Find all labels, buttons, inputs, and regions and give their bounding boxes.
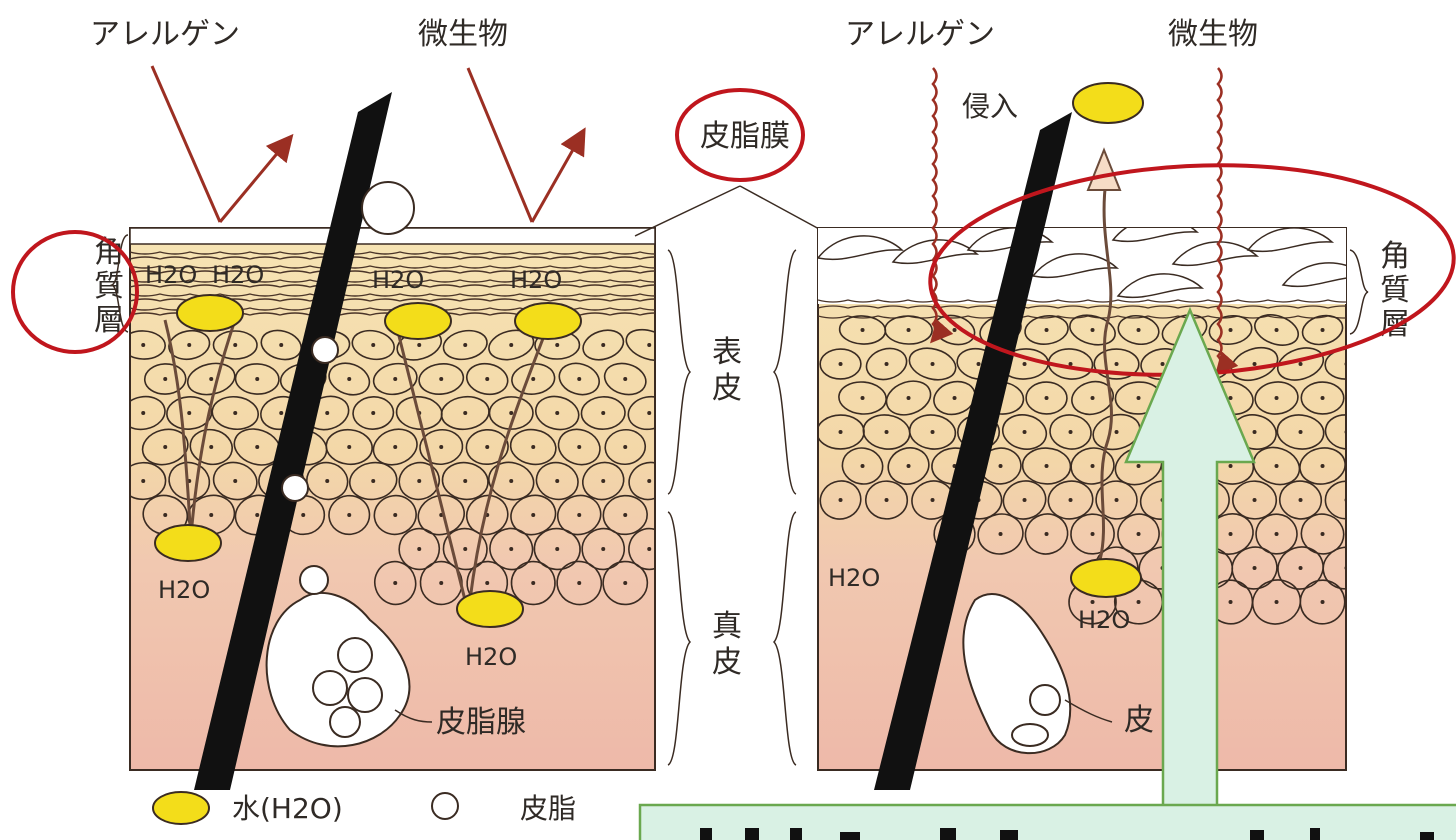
- left-skin-panel: H2O H2O H2O H2O H2O H2O 皮脂腺: [119, 92, 676, 790]
- sebum-film-connector: [635, 186, 740, 236]
- h2o-label: H2O: [1078, 606, 1130, 634]
- microbe-label-left: 微生物: [418, 17, 508, 52]
- h2o-label: H2O: [158, 576, 210, 604]
- h2o-label: H2O: [510, 266, 562, 294]
- callout-box: [640, 805, 1456, 840]
- right-skin-panel: H2O H2O 皮: [815, 83, 1372, 790]
- h2o-label: H2O: [145, 261, 197, 289]
- stratum-corneum-label-right: 質: [1380, 273, 1410, 308]
- h2o-label: H2O: [465, 643, 517, 671]
- stratum-corneum-label-left: 質: [94, 269, 124, 304]
- h2o-label: H2O: [828, 564, 880, 592]
- dermis-bracket: [668, 512, 690, 765]
- legend-water-label: 水(H2O): [232, 792, 343, 825]
- stratum-corneum-label-right: 角: [1380, 239, 1410, 274]
- sebaceous-gland-label: 皮脂腺: [436, 705, 526, 740]
- allergen-label-left: アレルゲン: [90, 17, 240, 52]
- epidermis-label: 皮: [712, 371, 742, 406]
- epidermis-bracket: [668, 250, 690, 494]
- sebaceous-gland-label-right: 皮: [1124, 703, 1154, 738]
- dermis-label: 真: [712, 609, 742, 644]
- legend-sebum-label: 皮脂: [520, 792, 576, 825]
- legend-water-swatch: [153, 792, 209, 824]
- microbe-label-right: 微生物: [1168, 17, 1258, 52]
- legend: 水(H2O) 皮脂: [153, 792, 576, 825]
- invasion-label: 侵入: [962, 90, 1018, 123]
- legend-sebum-swatch: [432, 793, 458, 819]
- h2o-label: H2O: [212, 261, 264, 289]
- dermis-label: 皮: [712, 645, 742, 680]
- sebum-film-label: 皮脂膜: [700, 119, 790, 154]
- epidermis-label: 表: [712, 335, 742, 370]
- allergen-label-right: アレルゲン: [845, 17, 995, 52]
- water-escape-arrow: [1088, 150, 1120, 190]
- h2o-label: H2O: [372, 266, 424, 294]
